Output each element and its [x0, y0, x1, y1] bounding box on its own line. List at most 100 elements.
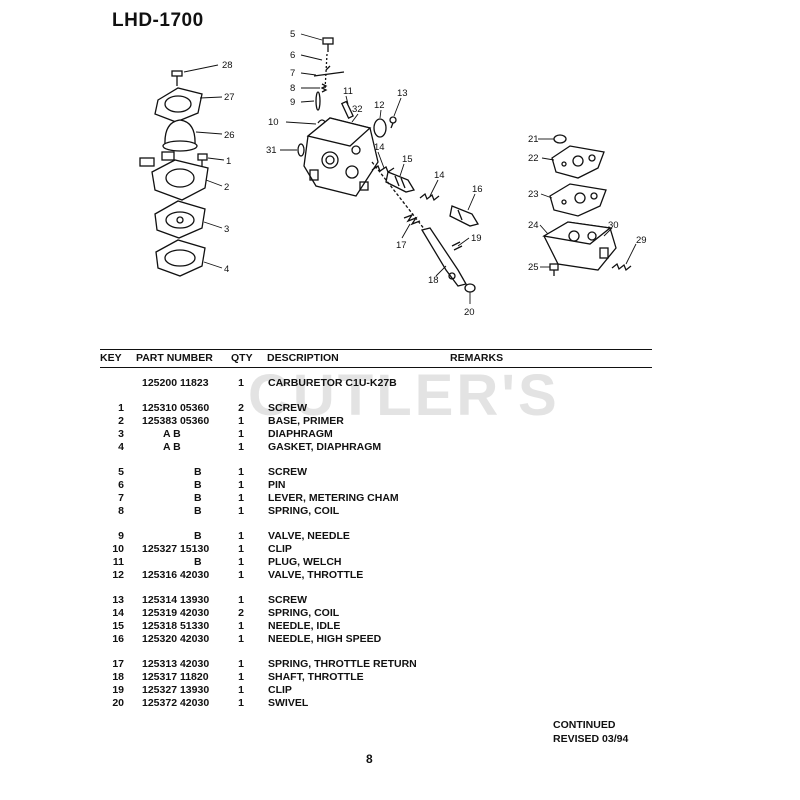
part-number-cell: 125317 11820 — [142, 671, 209, 683]
qty-cell: 1 — [238, 620, 244, 632]
description-cell: GASKET, DIAPHRAGM — [268, 441, 382, 453]
qty-cell: 1 — [238, 658, 244, 670]
callout-1: 1 — [226, 156, 231, 167]
callout-labels: 28 27 26 1 2 3 4 5 6 7 8 9 10 11 32 12 1… — [222, 29, 647, 318]
key-cell: 5 — [118, 466, 124, 478]
key-cell: 19 — [112, 684, 124, 696]
qty-cell: 1 — [238, 633, 244, 645]
screw-30-part — [599, 247, 609, 259]
screw-13-part — [389, 116, 397, 129]
part-number-cell: 125318 51330 — [142, 620, 210, 632]
description-cell: CLIP — [268, 543, 292, 555]
screw-28-part — [171, 70, 183, 86]
part-number-cell: 125372 42030 — [142, 697, 210, 709]
description-cell: SCREW — [268, 466, 308, 478]
lever-7-part — [313, 65, 345, 77]
description-cell: PLUG, WELCH — [268, 556, 342, 568]
description-cell: SCREW — [268, 402, 308, 414]
qty-cell: 1 — [238, 594, 244, 606]
part-number-cell: 125313 42030 — [142, 658, 210, 670]
part-number-cell: A B — [163, 441, 181, 453]
callout-20: 20 — [464, 307, 475, 318]
key-cell: 20 — [112, 697, 124, 709]
header-key: KEY — [100, 352, 122, 364]
key-cell: 16 — [112, 633, 124, 645]
key-cell: 12 — [112, 569, 124, 581]
callout-13: 13 — [397, 88, 408, 99]
qty-cell: 1 — [238, 492, 244, 504]
qty-cell: 1 — [238, 684, 244, 696]
table-header-rule — [100, 367, 652, 368]
primer-base-2-part — [139, 151, 209, 201]
part-number-cell: 125320 42030 — [142, 633, 210, 645]
needle-valve-9-part — [315, 91, 321, 111]
gasket-4-part — [155, 239, 206, 277]
watermark-text: CUTLER'S — [248, 363, 560, 428]
plug-31-part — [297, 143, 305, 157]
callout-27: 27 — [224, 92, 235, 103]
key-cell: 9 — [118, 530, 124, 542]
part-number-cell: B — [194, 556, 202, 568]
callout-7: 7 — [290, 68, 295, 79]
qty-cell: 1 — [238, 466, 244, 478]
qty-cell: 1 — [238, 428, 244, 440]
spring-14-upper-part — [371, 165, 395, 173]
qty-cell: 1 — [238, 479, 244, 491]
primer-bulb-26-part — [162, 119, 198, 152]
qty-cell: 1 — [238, 530, 244, 542]
header-qty: QTY — [231, 352, 253, 364]
description-cell: LEVER, METERING CHAM — [268, 492, 399, 504]
throttle-valve-12-part — [373, 118, 387, 138]
key-cell: 13 — [112, 594, 124, 606]
description-cell: BASE, PRIMER — [268, 415, 344, 427]
callout-16: 16 — [472, 184, 483, 195]
key-cell: 14 — [112, 607, 124, 619]
gasket-23-part — [549, 183, 607, 217]
callout-26: 26 — [224, 130, 235, 141]
leader-lines — [183, 33, 637, 304]
callout-30: 30 — [608, 220, 619, 231]
description-cell: SCREW — [268, 594, 308, 606]
spring-14-lower-part — [419, 192, 440, 202]
key-cell: 2 — [118, 415, 124, 427]
screw-1-part — [197, 153, 208, 167]
qty-cell: 1 — [238, 671, 244, 683]
qty-cell: 1 — [238, 415, 244, 427]
callout-2: 2 — [224, 182, 229, 193]
swivel-20-part — [464, 283, 476, 293]
header-remarks: REMARKS — [450, 352, 504, 364]
part-number-cell: 125316 42030 — [142, 569, 210, 581]
screw-25-part — [549, 263, 559, 276]
revised-label: REVISED 03/94 — [553, 733, 629, 745]
callout-11: 11 — [343, 86, 353, 97]
cover-24-part — [542, 221, 617, 271]
callout-12: 12 — [374, 100, 385, 111]
callout-4: 4 — [224, 264, 229, 275]
description-cell: CARBURETOR C1U-K27B — [268, 377, 397, 389]
qty-cell: 2 — [238, 402, 244, 414]
key-cell: 15 — [112, 620, 124, 632]
key-cell: 1 — [118, 402, 124, 414]
callout-23: 23 — [528, 189, 539, 200]
key-cell: 6 — [118, 479, 124, 491]
diaphragm-3-part — [154, 200, 206, 239]
header-description: DESCRIPTION — [267, 352, 339, 364]
header-part-number: PART NUMBER — [136, 352, 213, 364]
callout-14b: 14 — [434, 170, 445, 181]
callout-6: 6 — [290, 50, 295, 61]
description-cell: SHAFT, THROTTLE — [268, 671, 364, 683]
callout-19: 19 — [471, 233, 482, 244]
gasket-22-part — [551, 145, 605, 179]
callout-28: 28 — [222, 60, 233, 71]
description-cell: SPRING, THROTTLE RETURN — [268, 658, 417, 670]
description-cell: SPRING, COIL — [268, 607, 340, 619]
key-cell: 4 — [118, 441, 124, 453]
key-cell: 11 — [112, 556, 124, 568]
part-number-cell: B — [194, 530, 202, 542]
key-cell: 17 — [112, 658, 124, 670]
callout-10: 10 — [268, 117, 279, 128]
carburetor-exploded-diagram: 28 27 26 1 2 3 4 5 6 7 8 9 10 11 32 12 1… — [139, 29, 647, 318]
qty-cell: 2 — [238, 607, 244, 619]
spring-8-part — [320, 83, 328, 93]
key-cell: 8 — [118, 505, 124, 517]
